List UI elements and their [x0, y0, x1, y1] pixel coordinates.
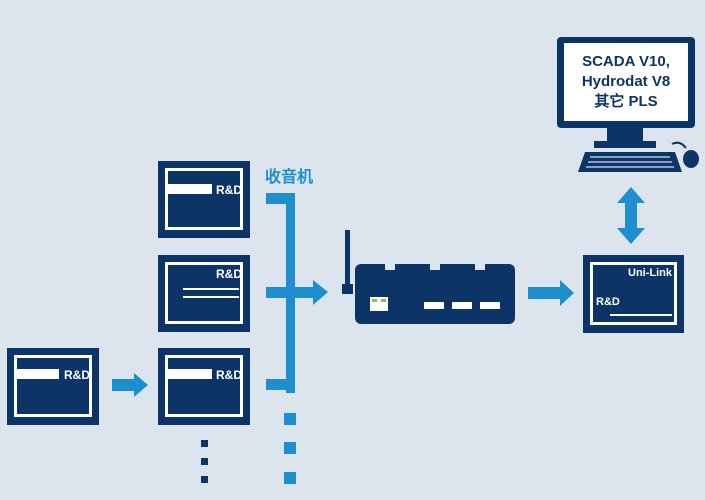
ellipsis-dots-bus	[284, 413, 296, 484]
unilink-title: Uni-Link	[628, 267, 673, 279]
ellipsis-dots-loggers	[201, 440, 208, 483]
data-logger-left: R&D	[7, 348, 99, 425]
logger-label: R&D	[216, 183, 242, 197]
arrow-gateway-to-unilink	[528, 280, 574, 306]
radio-label: 收音机	[265, 167, 313, 186]
logger-label: R&D	[64, 368, 90, 382]
data-logger-1: R&D	[158, 161, 250, 238]
data-logger-3: R&D	[158, 348, 250, 425]
monitor-line-3: 其它 PLS	[594, 92, 657, 110]
arrow-bidirectional	[617, 187, 645, 244]
unilink-label: R&D	[596, 296, 620, 308]
arrow-logger-to-logger	[112, 373, 148, 397]
gateway-device	[342, 230, 515, 324]
keyboard	[578, 152, 682, 172]
monitor-line-1: SCADA V10,	[582, 53, 670, 70]
logger-label: R&D	[216, 267, 242, 281]
computer-monitor: SCADA V10, Hydrodat V8 其它 PLS	[557, 37, 695, 148]
data-logger-2: R&D	[158, 255, 250, 332]
radio-bus	[266, 193, 328, 393]
unilink-device: Uni-Link R&D	[583, 255, 684, 333]
monitor-line-2: Hydrodat V8	[582, 73, 670, 90]
mouse	[671, 141, 699, 168]
logger-label: R&D	[216, 368, 242, 382]
